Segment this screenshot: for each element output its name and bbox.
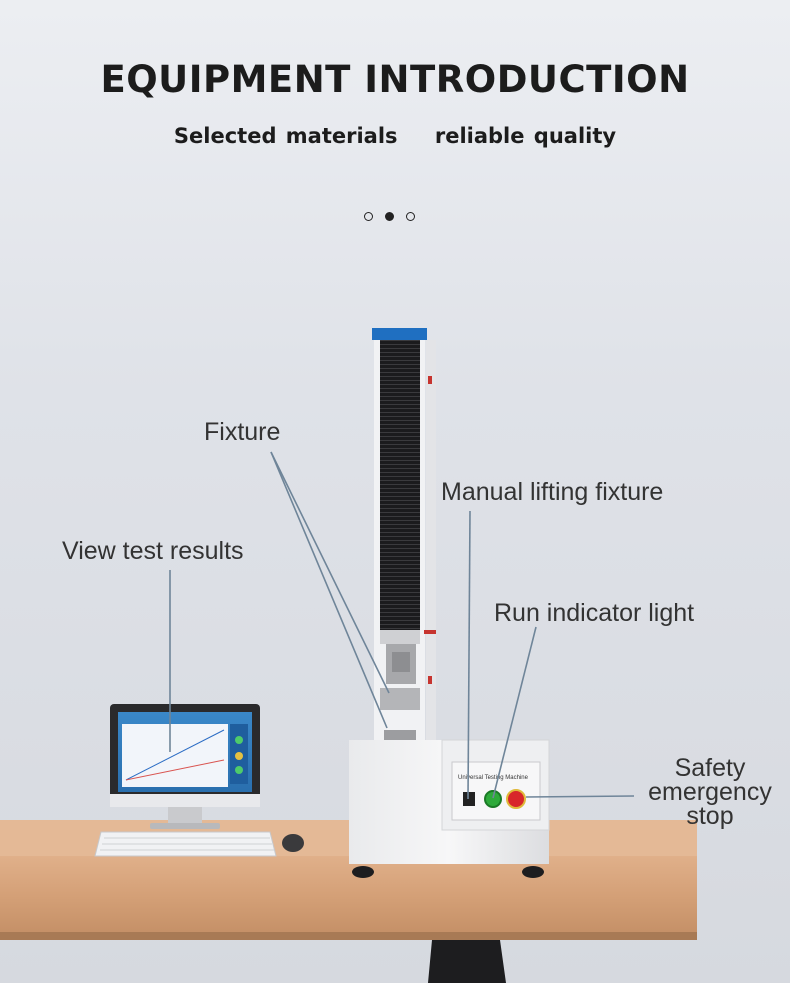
subtitle-right: reliable quality [434,124,617,148]
page-subtitle: Selected materials reliable quality [0,124,790,148]
label-run-indicator: Run indicator light [494,599,695,627]
label-safety-stop: Safety emergency stop [640,754,780,830]
manual-lift-switch[interactable] [463,792,475,806]
emergency-stop-button[interactable] [506,789,526,809]
run-indicator-light [484,790,502,808]
page-title: EQUIPMENT INTRODUCTION [100,58,690,101]
label-manual-lifting: Manual lifting fixture [441,478,664,506]
carousel-dots [364,212,415,221]
testing-machine: Universal Testing Machine [349,328,550,878]
panel-title: Universal Testing Machine [458,775,529,781]
keyboard [94,831,277,857]
subtitle-left: Selected materials [173,124,398,148]
label-safety-line3: stop [686,802,734,830]
carousel-dot-1[interactable] [364,212,373,221]
carousel-dot-3[interactable] [406,212,415,221]
label-safety-line2: emergency [648,778,772,806]
label-safety-line1: Safety [674,754,746,782]
callout-lines [169,451,635,800]
mouse [282,834,304,852]
monitor [110,704,260,829]
label-view-results: View test results [62,537,244,565]
carousel-dot-2[interactable] [385,212,394,221]
label-fixture: Fixture [204,418,281,446]
